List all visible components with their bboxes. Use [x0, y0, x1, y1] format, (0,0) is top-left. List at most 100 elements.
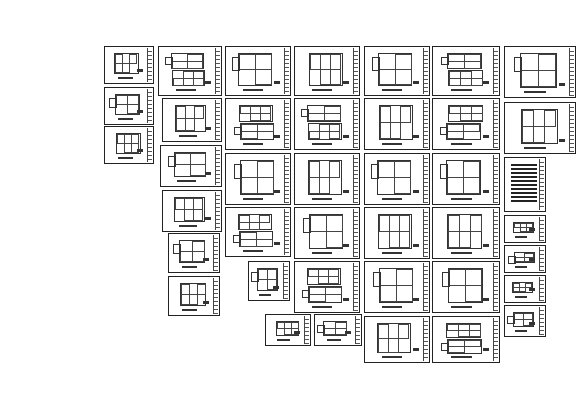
room-outline: [193, 209, 203, 221]
plan-annex: [373, 272, 381, 287]
plan-annex: [507, 316, 515, 324]
room-outline: [469, 330, 481, 337]
drawing-sheet: [504, 305, 546, 337]
sheet-label: [529, 288, 535, 291]
room-outline: [521, 70, 539, 87]
plan-annex: [168, 156, 176, 167]
plan-annex: [508, 256, 516, 264]
floor-plan: [447, 214, 482, 249]
drawing-sheet: [225, 98, 291, 150]
title-block-line: [451, 356, 472, 358]
drawing-sheet: [104, 87, 154, 125]
floor-plan: [239, 105, 273, 122]
floor-plan: [379, 268, 413, 303]
room-outline: [470, 215, 482, 232]
plan-annex: [371, 164, 379, 179]
sheet-label: [205, 127, 211, 130]
room-outline: [447, 177, 464, 194]
drawing-sheet: [294, 98, 360, 150]
drawing-sheet: [432, 98, 500, 150]
floor-plan: [116, 133, 141, 154]
room-outline: [378, 161, 395, 178]
floor-plan: [448, 268, 483, 303]
room-outline: [324, 113, 341, 121]
room-outline: [380, 106, 391, 123]
room-outline: [308, 113, 325, 121]
legend-row: [511, 188, 537, 190]
sheet-label: [559, 139, 565, 142]
room-outline: [194, 106, 204, 119]
room-outline: [378, 324, 389, 339]
title-block-line: [382, 198, 402, 200]
floor-plan: [257, 268, 278, 291]
drawing-sheet: [504, 157, 546, 212]
floor-plan: [307, 268, 341, 285]
room-outline: [131, 143, 139, 153]
legend-table: [511, 164, 537, 207]
room-outline: [379, 69, 396, 85]
room-outline: [398, 324, 409, 339]
title-block-line: [515, 236, 527, 238]
floor-plan: [238, 214, 272, 230]
room-outline: [193, 78, 204, 86]
sheet-label: [413, 81, 419, 84]
sheet-label: [343, 298, 349, 301]
room-outline: [267, 279, 277, 290]
title-block-line: [382, 89, 402, 91]
title-block-line: [243, 250, 263, 252]
plan-annex: [173, 244, 181, 254]
drawing-sheet: [168, 233, 220, 273]
plan-annex: [303, 218, 311, 233]
room-outline: [538, 70, 556, 87]
room-outline: [447, 131, 464, 139]
plan-annex: [514, 57, 522, 72]
floor-plan: [307, 105, 341, 122]
sheet-label: [137, 149, 143, 152]
title-block-line: [451, 306, 472, 308]
floor-plan: [514, 252, 535, 263]
room-outline: [330, 69, 341, 85]
room-outline: [127, 104, 139, 114]
room-outline: [328, 276, 339, 284]
legend-row: [511, 200, 537, 202]
drawing-sheet: [364, 46, 430, 96]
plan-annex: [440, 164, 448, 179]
plan-annex: [372, 57, 380, 71]
room-outline: [189, 294, 198, 305]
title-block-line: [118, 118, 133, 120]
title-block-line: [176, 89, 196, 91]
sheet-label: [274, 81, 280, 84]
room-outline: [533, 126, 545, 143]
sheet-label: [343, 244, 349, 247]
room-outline: [388, 338, 399, 353]
title-block-line: [243, 143, 263, 145]
room-outline: [122, 63, 130, 73]
sheet-label: [345, 331, 351, 334]
room-outline: [326, 215, 343, 232]
drawing-sheet: [225, 153, 291, 205]
sheet-label: [529, 322, 535, 325]
drawing-sheet: [265, 314, 311, 346]
room-outline: [190, 164, 206, 176]
floor-plan: [179, 240, 205, 263]
sheet-label: [274, 190, 280, 193]
title-block-line: [312, 252, 332, 254]
room-outline: [185, 118, 195, 131]
room-outline: [256, 239, 273, 247]
title-block-line: [451, 198, 472, 200]
drawing-sheet: [504, 46, 576, 98]
room-outline: [390, 122, 401, 139]
title-block-line: [312, 89, 332, 91]
sheet-label: [483, 190, 489, 193]
title-block-line: [451, 89, 472, 91]
floor-plan: [308, 286, 342, 303]
title-block-line: [515, 266, 527, 268]
room-outline: [463, 161, 480, 178]
room-outline: [326, 231, 343, 248]
sheet-label: [274, 242, 280, 245]
sheet-label: [205, 217, 211, 220]
legend-row: [511, 164, 537, 166]
title-block-line: [524, 147, 546, 149]
room-outline: [400, 106, 411, 123]
